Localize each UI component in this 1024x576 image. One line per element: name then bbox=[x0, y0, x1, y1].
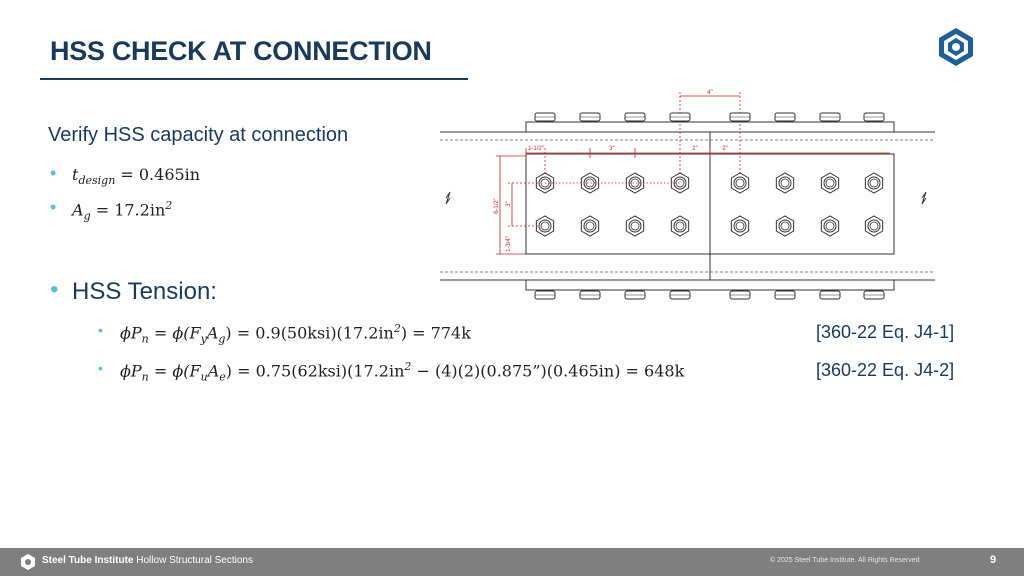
bottom-plate bbox=[525, 279, 895, 291]
footer-bar: Steel Tube Institute Hollow Structural S… bbox=[0, 548, 1024, 576]
tension-heading: HSS Tension: bbox=[72, 278, 217, 305]
eq-part: A bbox=[207, 361, 220, 381]
dim-label-gap-right: 2" bbox=[722, 146, 727, 152]
footer-brand-bold: Steel Tube Institute bbox=[42, 555, 134, 566]
bullet-dot: • bbox=[98, 360, 103, 376]
bolt-hole bbox=[864, 215, 884, 237]
ag-equation: Ag = 17.2in2 bbox=[72, 199, 172, 223]
eq-part: ϕP bbox=[120, 323, 142, 343]
dim-label-top: 4" bbox=[707, 90, 712, 96]
t-value: = 0.465in bbox=[120, 165, 201, 184]
bolted-connection-diagram: 4" 1-1/2" 3" 2" 2" 6-1/2" 3" 1-3/4" bbox=[440, 90, 935, 300]
page-number: 9 bbox=[990, 554, 997, 566]
eq-sup: 2 bbox=[404, 360, 412, 373]
eq-part: ) = 774k bbox=[400, 323, 471, 343]
rupture-equation: ϕPn = ϕ(FuAe) = 0.75(62ksi)(17.2in2 − (4… bbox=[120, 360, 684, 384]
bolt-hole bbox=[730, 172, 750, 194]
bullet-dot: • bbox=[98, 322, 103, 338]
sti-logo-icon bbox=[939, 28, 973, 66]
ag-value: = 17.2in bbox=[95, 200, 166, 220]
eq-sub: n bbox=[141, 332, 149, 346]
bolt-hole bbox=[820, 215, 840, 237]
dim-label-gage: 3" bbox=[506, 201, 512, 206]
bolt-hole bbox=[864, 172, 884, 194]
eq-sub: n bbox=[141, 370, 149, 384]
title-underline bbox=[40, 78, 468, 80]
ag-superscript: 2 bbox=[165, 199, 173, 212]
eq-sub: e bbox=[219, 370, 226, 384]
break-mark-right bbox=[921, 191, 927, 205]
eq-part: = ϕ(F bbox=[148, 323, 201, 343]
eq-sub: u bbox=[200, 370, 208, 384]
plate-bolt-group bbox=[534, 112, 885, 300]
eq2-reference: [360-22 Eq. J4-2] bbox=[816, 360, 955, 380]
bolt-hole bbox=[625, 215, 645, 237]
t-subscript: design bbox=[78, 174, 116, 188]
eq-part: A bbox=[206, 323, 219, 343]
t-design-equation: tdesign = 0.465in bbox=[72, 165, 200, 187]
slide-subtitle: Verify HSS capacity at connection bbox=[48, 124, 349, 146]
dim-label-edge: 1-1/2" bbox=[528, 146, 544, 152]
eq-part: ϕP bbox=[120, 361, 142, 381]
dim-label-edge-v: 1-3/4" bbox=[506, 236, 512, 252]
dimension-group: 4" 1-1/2" 3" 2" 2" 6-1/2" 3" 1-3/4" bbox=[494, 90, 890, 255]
eq1-reference: [360-22 Eq. J4-1] bbox=[816, 322, 955, 342]
eq-part: ) = 0.9(50ksi)(17.2in bbox=[225, 323, 394, 343]
footer-copyright: © 2025 Steel Tube Institute. All Rights … bbox=[770, 557, 920, 564]
ag-subscript: g bbox=[83, 209, 91, 223]
bullet-dot: • bbox=[50, 197, 57, 217]
bolt-hole bbox=[775, 215, 795, 237]
bolt-hole bbox=[670, 172, 690, 194]
bullet-dot: • bbox=[50, 276, 59, 303]
dim-label-gap-left: 2" bbox=[692, 146, 697, 152]
yield-equation: ϕPn = ϕ(FyAg) = 0.9(50ksi)(17.2in2) = 77… bbox=[120, 322, 471, 346]
eq-part: ) = 0.75(62ksi)(17.2in bbox=[225, 361, 405, 381]
t-symbol: t bbox=[72, 165, 79, 184]
eq-sub: g bbox=[218, 332, 226, 346]
bolt-hole bbox=[730, 215, 750, 237]
slide-title: HSS CHECK AT CONNECTION bbox=[50, 36, 432, 66]
break-mark-left bbox=[445, 191, 451, 205]
bolt-hole bbox=[670, 215, 690, 237]
bullet-dot: • bbox=[50, 163, 57, 183]
bolt-hole bbox=[625, 172, 645, 194]
bolt-hole bbox=[775, 172, 795, 194]
footer-brand: Steel Tube Institute Hollow Structural S… bbox=[42, 555, 253, 566]
top-plate bbox=[525, 121, 895, 133]
bolt-hole bbox=[580, 172, 600, 194]
bolt-hole bbox=[580, 215, 600, 237]
eq-sub: y bbox=[200, 332, 207, 346]
footer-brand-rest: Hollow Structural Sections bbox=[133, 555, 253, 566]
bolt-hole bbox=[820, 172, 840, 194]
sti-footer-logo-icon bbox=[21, 554, 35, 570]
eq-part: = ϕ(F bbox=[148, 361, 201, 381]
eq-part: − (4)(2)(0.875”)(0.465in) = 648k bbox=[411, 361, 685, 381]
eq-sup: 2 bbox=[393, 322, 401, 335]
bolt-hole bbox=[535, 215, 555, 237]
bolt-group bbox=[535, 172, 884, 237]
dim-label-pitch: 3" bbox=[609, 146, 614, 152]
dim-label-overall: 6-1/2" bbox=[494, 198, 500, 214]
ag-symbol: A bbox=[72, 200, 84, 220]
